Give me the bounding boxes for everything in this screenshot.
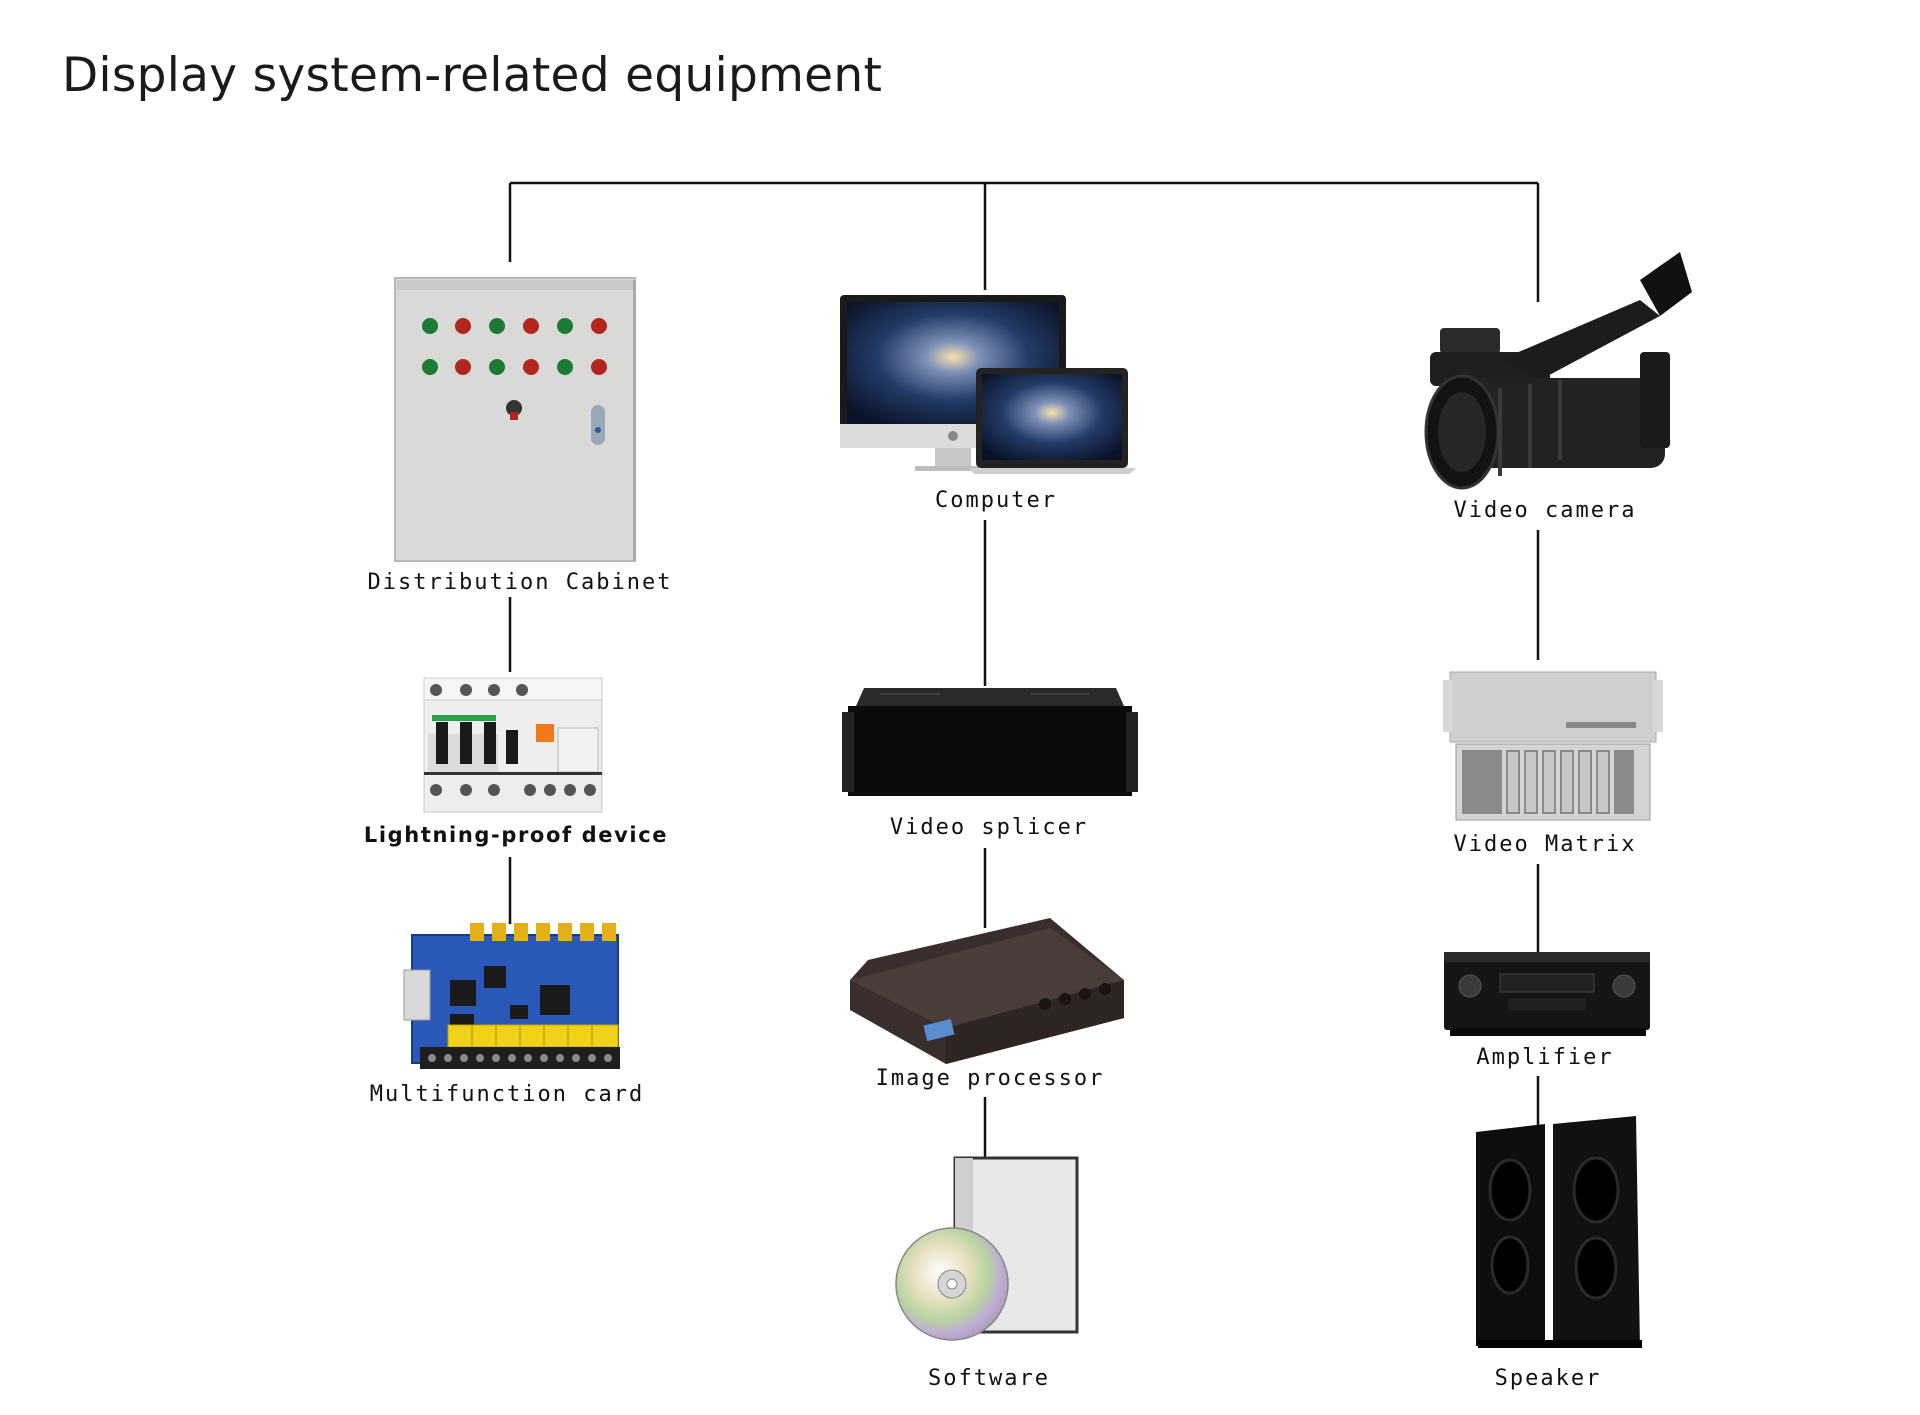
computer-icon [840, 295, 1136, 474]
video-camera-icon [1424, 252, 1692, 490]
label-computer: Computer [935, 488, 1057, 513]
label-video-camera: Video camera [1453, 498, 1637, 523]
label-software: Software [928, 1366, 1050, 1391]
label-lightning-proof-device: Lightning-proof device [363, 823, 669, 847]
circuit-board-icon [403, 923, 620, 1069]
label-video-matrix: Video Matrix [1453, 832, 1637, 857]
label-amplifier: Amplifier [1476, 1045, 1614, 1070]
label-video-splicer: Video splicer [889, 815, 1089, 840]
page-title: Display system-related equipment [62, 48, 883, 103]
amplifier-icon [1444, 952, 1650, 1036]
video-matrix-icon [1443, 671, 1663, 821]
distribution-cabinet-icon [394, 277, 636, 562]
processor-box-icon [850, 918, 1124, 1064]
software-disc-icon [895, 1156, 1079, 1341]
speaker-icon [1476, 1116, 1642, 1348]
circuit-breaker-icon [423, 677, 603, 813]
rack-unit-icon [842, 688, 1138, 796]
cabinet-buttons [422, 318, 607, 375]
label-speaker: Speaker [1494, 1366, 1602, 1391]
label-multifunction-card: Multifunction card [369, 1082, 645, 1107]
label-distribution-cabinet: Distribution Cabinet [367, 570, 673, 595]
label-image-processor: Image processor [875, 1066, 1105, 1091]
tree-lines [508, 181, 1540, 1160]
